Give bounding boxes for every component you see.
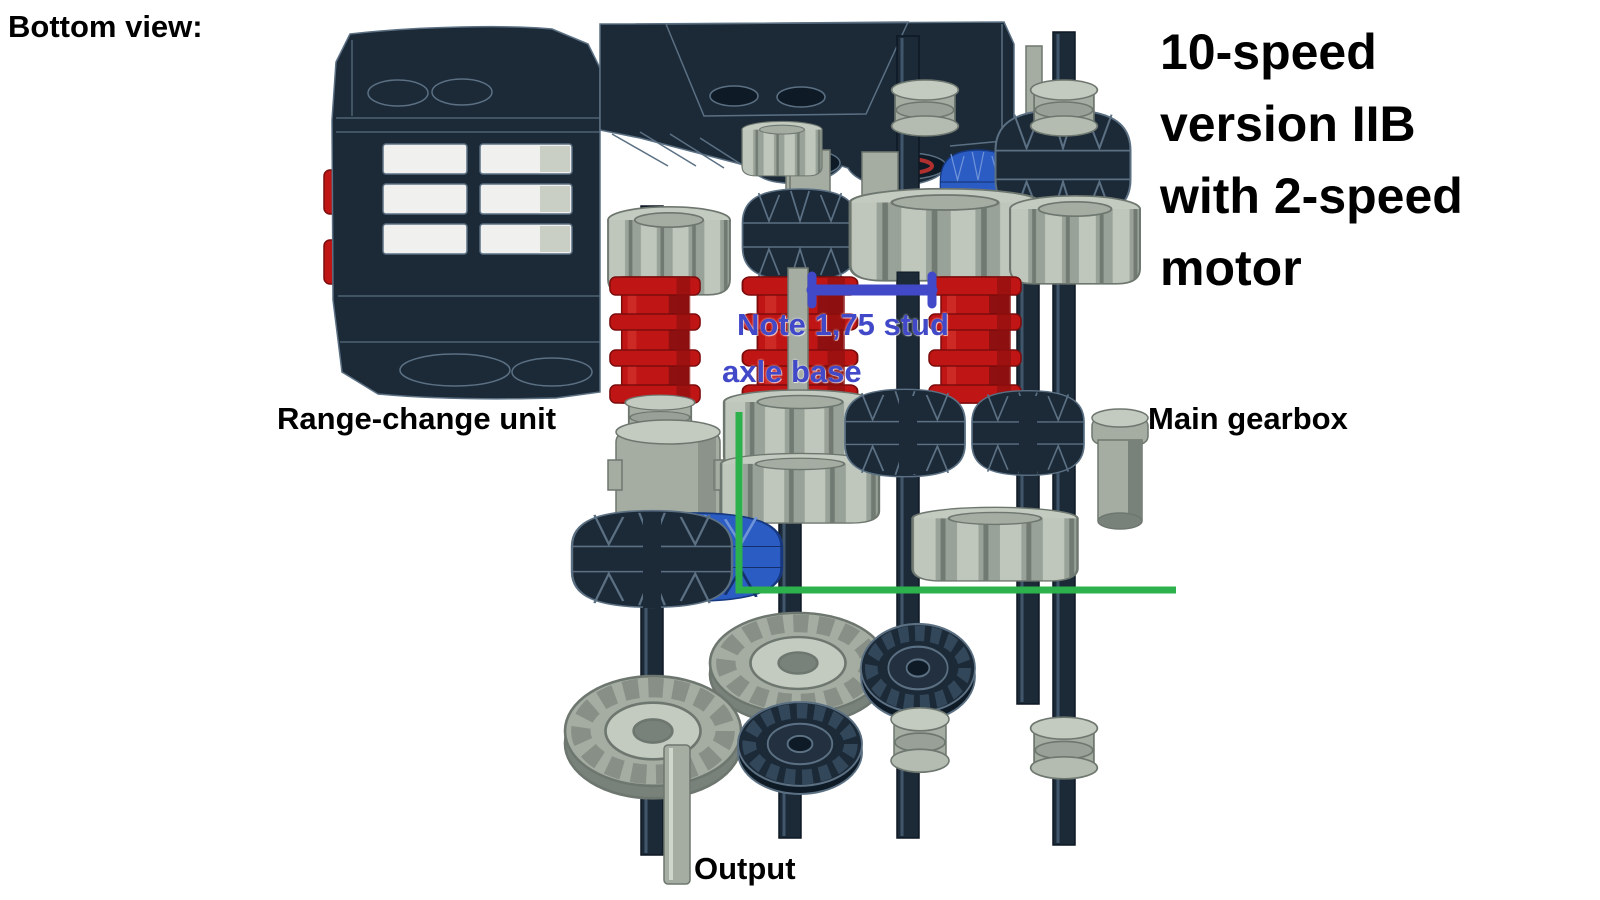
bottom-view-label: Bottom view: [8,9,203,44]
spur-gear [911,506,1079,583]
title-line-4: motor [1160,240,1302,296]
bushing [1029,79,1099,137]
bevel-gear-dark [738,702,862,794]
clutch-driving-ring [609,276,701,404]
motor-housing [323,25,601,400]
main-gearbox-label: Main gearbox [1148,401,1348,436]
bottom-gear-tier [565,613,1099,885]
axle-segment [643,516,661,608]
bushing [890,79,960,137]
dimension-line [806,271,938,309]
spur-gear [1009,194,1141,285]
axle-base-note-line-2: axle base [722,354,862,389]
motor-vent-slats [382,143,573,255]
title-line-1: 10-speed [1160,24,1377,80]
bushing [1029,716,1099,780]
output-label: Output [694,851,796,886]
axle-segment [1019,396,1037,474]
title-line-2: version IIB [1160,96,1416,152]
diagram-title: 10-speed version IIB with 2-speed motor [1160,16,1463,304]
bevel-gear-dark [861,624,975,721]
knob-wheel-gear [741,188,859,282]
lower-middle-tier [570,506,1079,609]
axle-base-note-line-1: Note 1,75 stud [737,307,949,342]
pin-connector [1091,408,1149,530]
alignment-guide-line [735,412,1176,594]
output-axle-tip [663,744,691,885]
bevel-gear [565,676,741,798]
clutch-drum [607,419,729,525]
range-change-unit-label: Range-change unit [277,401,557,436]
bushing [890,706,950,774]
middle-gear-tier [607,388,1149,530]
title-line-3: with 2-speed [1160,168,1463,224]
pinion-gear [741,120,823,177]
red-driving-rings [609,267,1022,414]
axle-segment [899,396,917,474]
